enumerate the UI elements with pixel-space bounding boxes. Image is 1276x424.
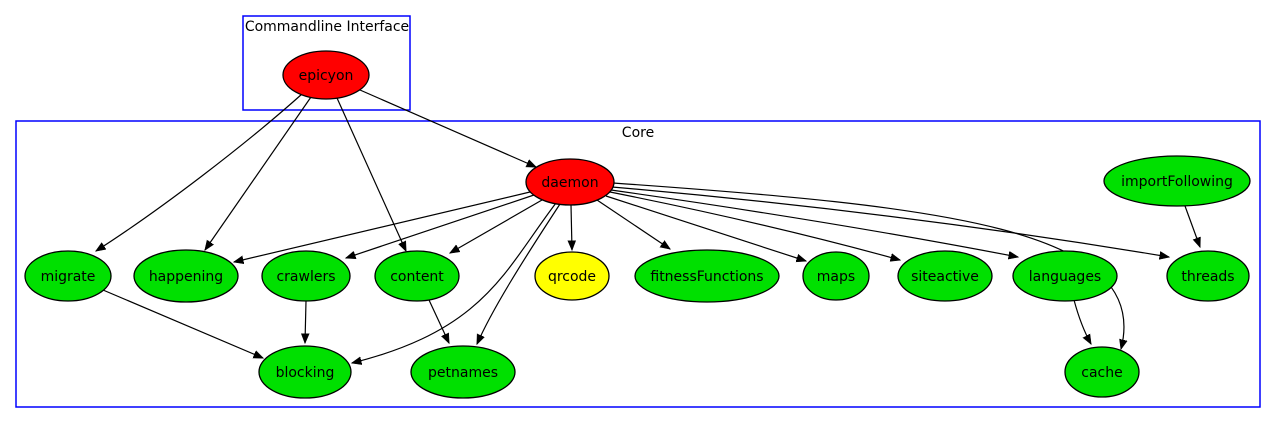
node-languages-ellipse bbox=[1012, 250, 1118, 302]
node-happening-label: happening bbox=[149, 269, 223, 285]
edge-daemon-to-cache bbox=[612, 182, 1124, 349]
node-blocking-label: blocking bbox=[276, 365, 335, 381]
edge-importFollowing-to-threads bbox=[1184, 205, 1200, 247]
node-migrate-ellipse bbox=[24, 250, 112, 302]
node-daemon: daemon bbox=[525, 158, 615, 206]
node-fitnessFunctions: fitnessFunctions bbox=[634, 249, 780, 303]
node-siteactive: siteactive bbox=[897, 250, 993, 302]
edge-daemon-to-maps bbox=[605, 195, 806, 261]
node-maps: maps bbox=[802, 251, 870, 301]
cluster-commandline-interface-border bbox=[242, 15, 411, 111]
node-crawlers-label: crawlers bbox=[276, 269, 335, 285]
node-threads-label: threads bbox=[1181, 269, 1234, 285]
edge-daemon-to-fitnessFunctions bbox=[596, 199, 670, 249]
node-happening: happening bbox=[133, 249, 239, 303]
cluster-commandline-interface-label: Commandline Interface bbox=[245, 19, 409, 35]
edge-daemon-to-content bbox=[450, 199, 543, 253]
node-migrate: migrate bbox=[24, 250, 112, 302]
node-epicyon-label: epicyon bbox=[299, 68, 354, 84]
node-daemon-label: daemon bbox=[541, 175, 598, 191]
node-fitnessFunctions-label: fitnessFunctions bbox=[650, 269, 763, 285]
node-threads-ellipse bbox=[1166, 250, 1250, 302]
edge-daemon-to-threads bbox=[611, 186, 1169, 257]
node-cache: cache bbox=[1064, 346, 1140, 398]
node-importFollowing: importFollowing bbox=[1103, 155, 1251, 207]
node-epicyon-ellipse bbox=[282, 50, 370, 100]
node-maps-label: maps bbox=[817, 269, 855, 285]
edge-crawlers-to-blocking bbox=[305, 300, 306, 343]
node-petnames-label: petnames bbox=[428, 365, 498, 381]
edge-daemon-to-languages bbox=[610, 189, 1018, 257]
edge-daemon-to-qrcode bbox=[571, 204, 572, 250]
node-crawlers-ellipse bbox=[261, 250, 351, 302]
node-importFollowing-ellipse bbox=[1103, 155, 1251, 207]
node-fitnessFunctions-ellipse bbox=[634, 249, 780, 303]
edge-epicyon-to-migrate bbox=[96, 93, 303, 251]
edge-daemon-to-siteactive bbox=[609, 191, 900, 260]
node-siteactive-label: siteactive bbox=[911, 269, 979, 285]
node-cache-label: cache bbox=[1081, 365, 1122, 381]
edge-epicyon-to-content bbox=[336, 97, 407, 251]
edge-daemon-to-crawlers bbox=[346, 194, 535, 258]
cluster-core-border bbox=[15, 120, 1261, 408]
edge-epicyon-to-daemon bbox=[359, 89, 536, 168]
edge-epicyon-to-happening bbox=[205, 96, 312, 250]
node-languages: languages bbox=[1012, 250, 1118, 302]
node-blocking: blocking bbox=[258, 345, 352, 399]
cluster-core-label: Core bbox=[622, 125, 654, 141]
node-content: content bbox=[374, 250, 460, 302]
node-crawlers: crawlers bbox=[261, 250, 351, 302]
edge-daemon-to-petnames bbox=[476, 203, 561, 344]
node-content-label: content bbox=[390, 269, 444, 285]
node-daemon-ellipse bbox=[525, 158, 615, 206]
edge-migrate-to-blocking bbox=[102, 289, 263, 359]
node-siteactive-ellipse bbox=[897, 250, 993, 302]
node-maps-ellipse bbox=[802, 251, 870, 301]
edge-languages-to-cache bbox=[1073, 299, 1091, 344]
node-content-ellipse bbox=[374, 250, 460, 302]
node-happening-ellipse bbox=[133, 249, 239, 303]
node-qrcode-label: qrcode bbox=[548, 269, 596, 285]
node-languages-label: languages bbox=[1029, 269, 1101, 285]
node-epicyon: epicyon bbox=[282, 50, 370, 100]
node-threads: threads bbox=[1166, 250, 1250, 302]
node-blocking-ellipse bbox=[258, 345, 352, 399]
node-petnames: petnames bbox=[410, 345, 516, 399]
node-qrcode-ellipse bbox=[534, 251, 610, 301]
edge-content-to-petnames bbox=[428, 299, 450, 343]
edge-daemon-to-happening bbox=[234, 191, 531, 262]
node-migrate-label: migrate bbox=[41, 269, 96, 285]
node-cache-ellipse bbox=[1064, 346, 1140, 398]
node-petnames-ellipse bbox=[410, 345, 516, 399]
node-qrcode: qrcode bbox=[534, 251, 610, 301]
edge-daemon-to-blocking bbox=[352, 202, 557, 363]
node-importFollowing-label: importFollowing bbox=[1121, 174, 1233, 190]
